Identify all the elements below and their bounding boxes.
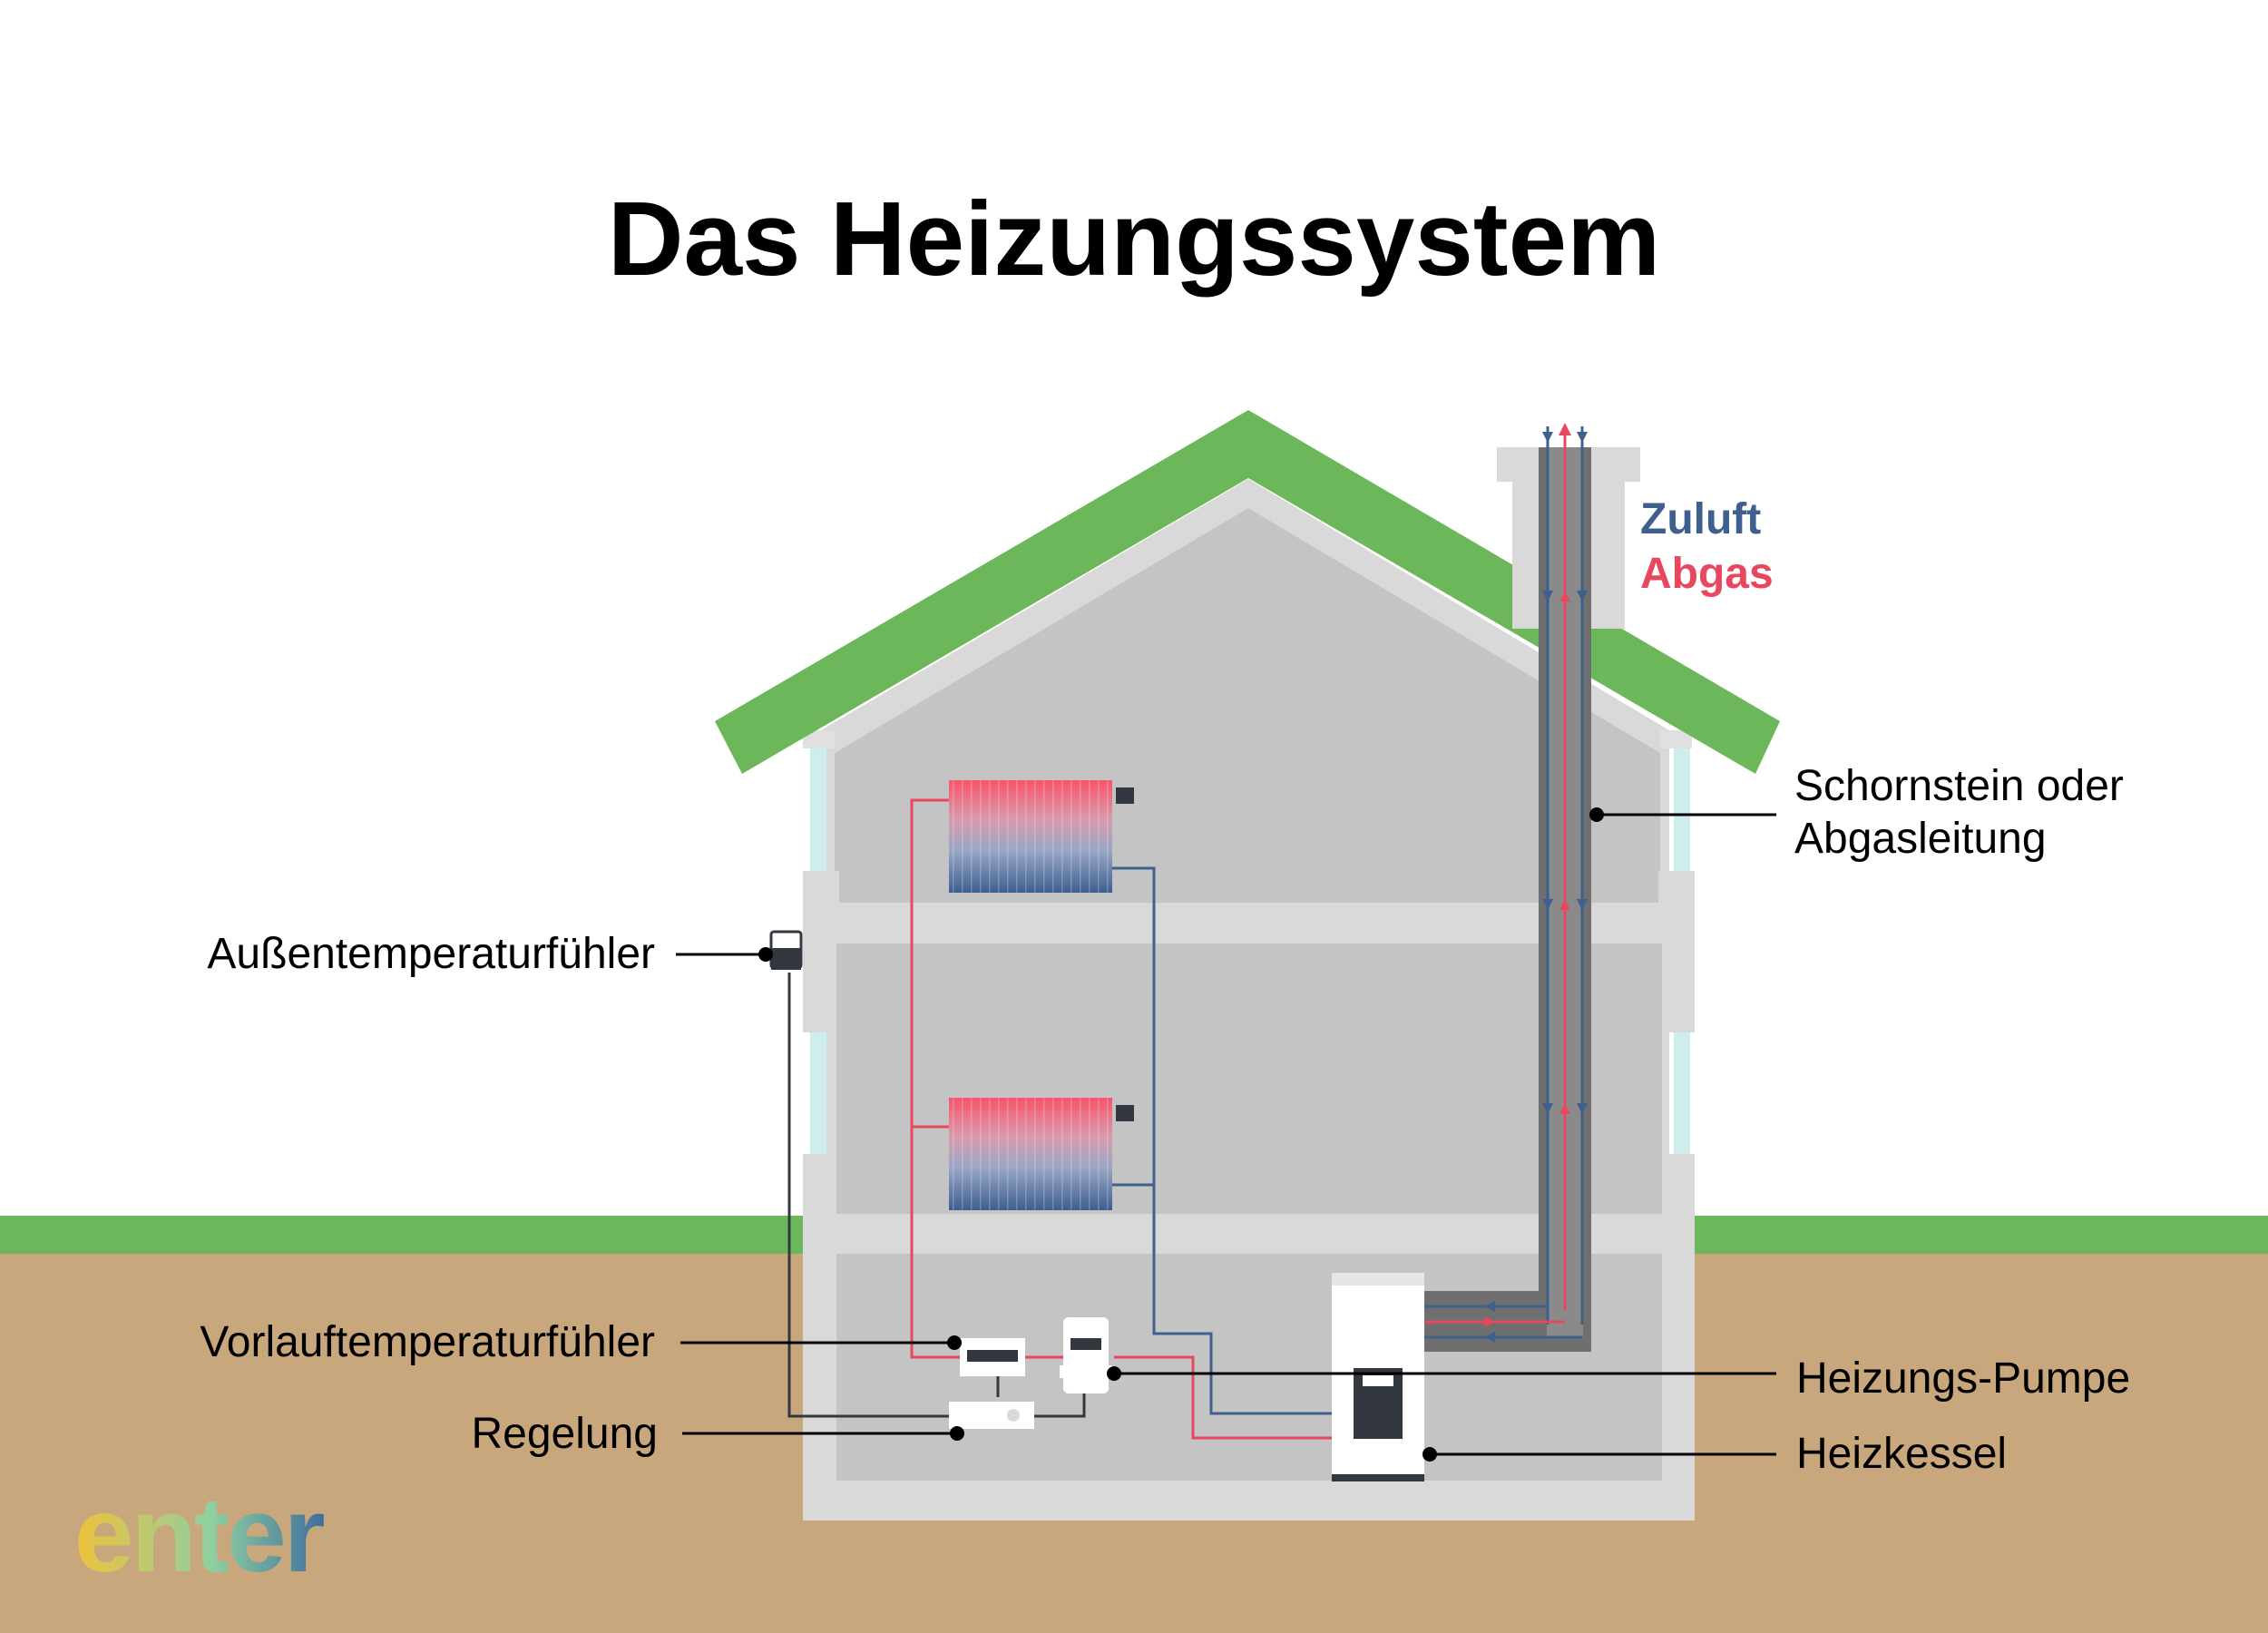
outdoor-temperature-sensor	[769, 930, 803, 970]
label-boiler: Heizkessel	[1796, 1430, 2007, 1478]
label-chimney-line1: Schornstein oder	[1794, 762, 2124, 810]
return-pipe	[1112, 866, 1332, 1415]
flow-temperature-sensor	[960, 1338, 1025, 1376]
window-glass-right-upper	[1674, 744, 1690, 875]
radiator-lower	[949, 1098, 1134, 1210]
heating-pump	[1060, 1317, 1112, 1393]
label-outdoor-sensor: Außentemperaturfühler	[207, 930, 655, 978]
window-glass-right-middle	[1674, 1030, 1690, 1157]
enter-logo: enter	[74, 1475, 325, 1595]
legend-zuluft: Zuluft	[1640, 495, 1761, 543]
controller-unit	[949, 1402, 1034, 1429]
leader-lines	[676, 807, 1776, 1462]
thermostat-valve-upper	[1116, 787, 1134, 804]
boiler	[1332, 1273, 1424, 1481]
window-glass-left-upper	[810, 744, 826, 875]
flow-pipe	[910, 798, 1332, 1440]
label-chimney-line2: Abgasleitung	[1794, 815, 2047, 863]
label-flow-sensor: Vorlauftemperaturfühler	[200, 1318, 655, 1366]
page-title: Das Heizungssystem	[608, 180, 1660, 298]
chimney	[1424, 423, 1640, 1352]
label-pump: Heizungs-Pumpe	[1796, 1354, 2130, 1403]
label-controller: Regelung	[472, 1410, 659, 1458]
legend-abgas: Abgas	[1640, 550, 1774, 598]
radiator-upper	[949, 780, 1134, 893]
thermostat-valve-lower	[1116, 1105, 1134, 1121]
window-glass-left-middle	[810, 1030, 826, 1157]
